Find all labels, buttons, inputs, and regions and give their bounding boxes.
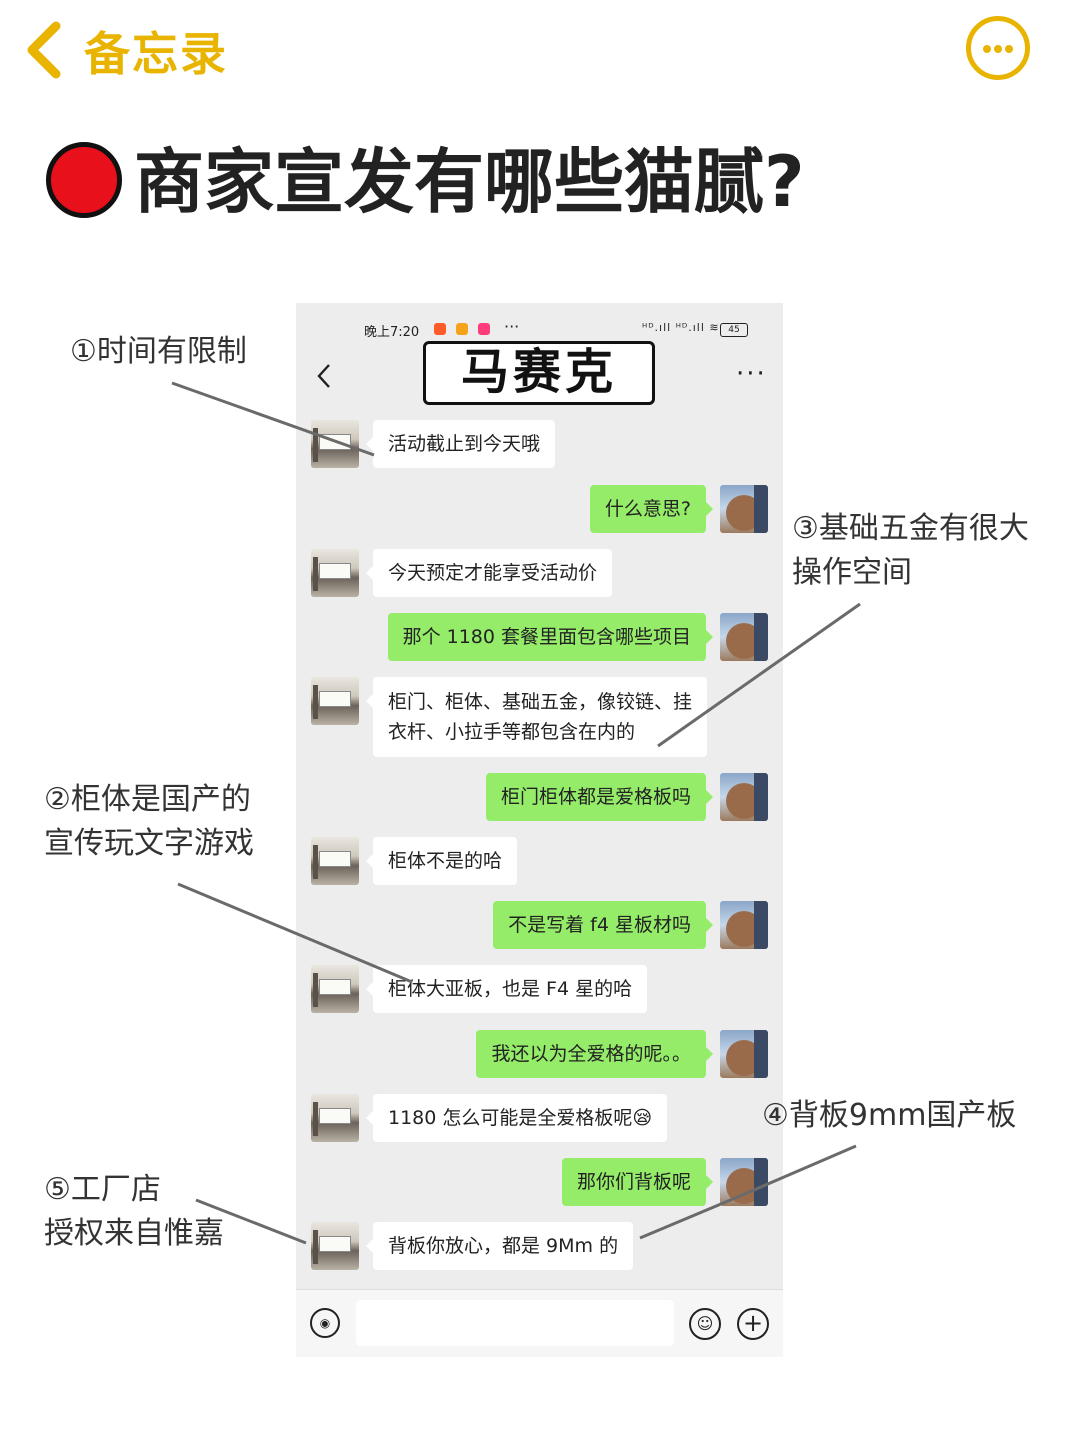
annotation-5-line2: 授权来自惟嘉 — [44, 1216, 224, 1251]
merchant-avatar[interactable] — [311, 1094, 359, 1142]
input-bar: ◉ ☺ + — [296, 1289, 783, 1357]
user-avatar[interactable] — [720, 773, 768, 821]
status-more-dots: ··· — [504, 317, 520, 336]
merchant-message-bubble[interactable]: 活动截止到今天哦 — [365, 420, 556, 468]
user-message-bubble[interactable]: 那个 1180 套餐里面包含哪些项目 — [387, 613, 714, 661]
merchant-message-bubble[interactable]: 1180 怎么可能是全爱格板呢😪 — [365, 1094, 668, 1142]
annotation-2: ②柜体是国产的 宣传玩文字游戏 — [44, 778, 254, 866]
annotation-5-line1: ⑤工厂店 — [44, 1172, 161, 1207]
annotation-5: ⑤工厂店 授权来自惟嘉 — [44, 1168, 224, 1256]
voice-icon[interactable]: ◉ — [310, 1308, 340, 1338]
battery-icon: 45 — [720, 323, 748, 337]
app-title[interactable]: 备忘录 — [84, 27, 228, 81]
top-bar: 备忘录 — [0, 0, 1080, 100]
annotation-1: ①时间有限制 — [70, 334, 247, 369]
red-circle-icon — [46, 142, 122, 218]
user-avatar[interactable] — [720, 1158, 768, 1206]
chat-title-mosaic: 马赛克 — [423, 341, 655, 405]
back-chevron-icon[interactable] — [22, 20, 66, 80]
chat-more-icon[interactable]: ··· — [736, 359, 767, 389]
message-input[interactable] — [356, 1300, 674, 1346]
user-message-bubble[interactable]: 我还以为全爱格的呢。。 — [476, 1030, 713, 1078]
merchant-message-bubble[interactable]: 柜门、柜体、基础五金，像铰链、挂衣杆、小拉手等都包含在内的 — [366, 677, 707, 757]
chat-screenshot: 晚上7:20 ··· ᴴᴰ.ıll ᴴᴰ.ıll ≋ 45 马赛克 ··· 活动… — [296, 303, 783, 1357]
plus-icon[interactable]: + — [737, 1308, 769, 1340]
user-message-bubble[interactable]: 不是写着 f4 星板材吗 — [493, 901, 713, 949]
user-avatar[interactable] — [720, 1030, 768, 1078]
merchant-avatar[interactable] — [311, 677, 359, 725]
more-options-icon[interactable] — [966, 16, 1030, 80]
signal-icon: ᴴᴰ.ıll ᴴᴰ.ıll ≋ — [642, 321, 720, 334]
annotation-4: ④背板9mm国产板 — [762, 1098, 1017, 1133]
merchant-message-bubble[interactable]: 柜体大亚板，也是 F4 星的哈 — [365, 965, 648, 1013]
user-message-bubble[interactable]: 那你们背板呢 — [561, 1158, 714, 1206]
chat-back-icon[interactable] — [314, 361, 334, 391]
merchant-avatar[interactable] — [311, 965, 359, 1013]
app-notify-icon — [434, 323, 446, 335]
merchant-avatar[interactable] — [311, 549, 359, 597]
merchant-message-bubble[interactable]: 背板你放心，都是 9Mm 的 — [365, 1222, 634, 1270]
app-notify-icon — [456, 323, 468, 335]
user-message-bubble[interactable]: 什么意思? — [589, 485, 714, 533]
annotation-2-line1: ②柜体是国产的 — [44, 782, 251, 817]
user-avatar[interactable] — [720, 485, 768, 533]
status-time: 晚上7:20 — [364, 325, 420, 340]
user-avatar[interactable] — [720, 613, 768, 661]
merchant-message-bubble[interactable]: 柜体不是的哈 — [365, 837, 518, 885]
annotation-3: ③基础五金有很大 操作空间 — [792, 507, 1029, 595]
status-bar: 晚上7:20 ··· ᴴᴰ.ıll ᴴᴰ.ıll ≋ 45 — [296, 317, 783, 345]
merchant-avatar[interactable] — [311, 837, 359, 885]
merchant-avatar[interactable] — [311, 420, 359, 468]
annotation-2-line2: 宣传玩文字游戏 — [44, 826, 254, 861]
heading-text: 商家宣发有哪些猫腻? — [134, 141, 805, 223]
emoji-icon[interactable]: ☺ — [689, 1308, 721, 1340]
app-notify-icon — [478, 323, 490, 335]
annotation-3-line2: 操作空间 — [792, 555, 912, 590]
user-message-bubble[interactable]: 柜门柜体都是爱格板吗 — [485, 773, 714, 821]
annotation-3-line1: ③基础五金有很大 — [792, 511, 1029, 546]
merchant-avatar[interactable] — [311, 1222, 359, 1270]
user-avatar[interactable] — [720, 901, 768, 949]
merchant-message-bubble[interactable]: 今天预定才能享受活动价 — [365, 549, 613, 597]
